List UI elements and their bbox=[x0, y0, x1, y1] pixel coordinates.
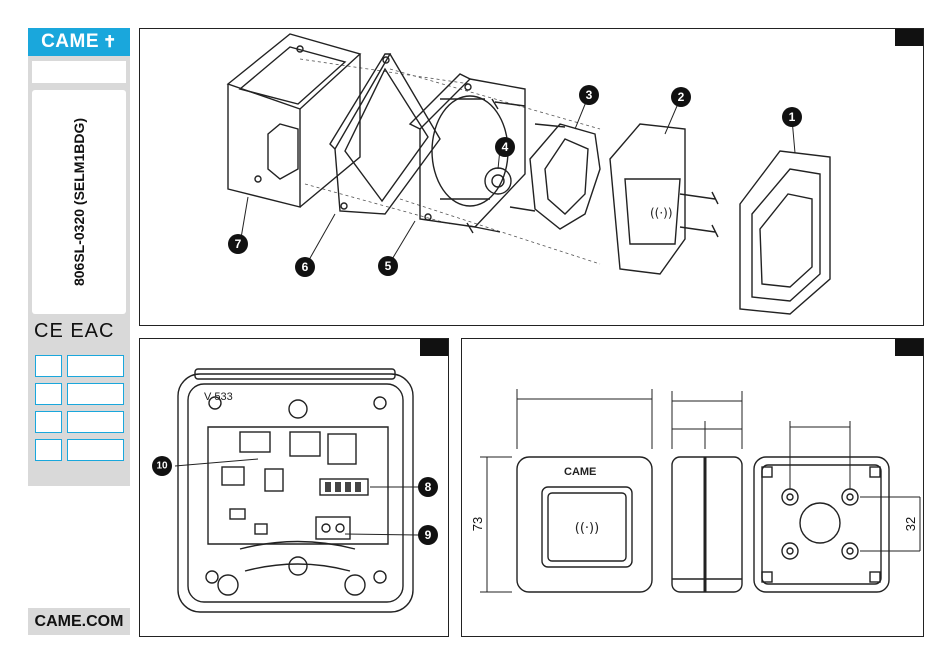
rfid-icon: ((·)) bbox=[575, 521, 599, 536]
callout-9: 9 bbox=[425, 528, 432, 542]
table-cell bbox=[35, 383, 62, 405]
blank-field bbox=[32, 61, 126, 83]
table-cell bbox=[67, 383, 124, 405]
table-cell bbox=[35, 355, 62, 377]
product-code: 806SL-0320 (SELM1BDG) bbox=[71, 118, 87, 286]
brand-logo: CAME✝ bbox=[28, 28, 130, 56]
callout-1: 1 bbox=[789, 110, 796, 124]
callout-5: 5 bbox=[385, 259, 392, 273]
board-drawing: V 533 8 9 10 bbox=[140, 339, 448, 636]
table-cell bbox=[35, 439, 62, 461]
callout-6: 6 bbox=[302, 260, 309, 274]
website: CAME.COM bbox=[28, 608, 130, 635]
sidebar: CAME✝ 806SL-0320 (SELM1BDG) CE EAC CAME.… bbox=[28, 28, 130, 635]
board-label: V 533 bbox=[204, 391, 233, 403]
table-cell bbox=[67, 355, 124, 377]
dimensions-drawing: CAME ((·)) 73 32 bbox=[462, 339, 923, 636]
hole-spacing-dimension: 32 bbox=[903, 517, 918, 531]
product-code-box: 806SL-0320 (SELM1BDG) bbox=[32, 90, 126, 314]
callout-2: 2 bbox=[678, 90, 685, 104]
came-mark-icon: ✝ bbox=[103, 34, 117, 51]
dimensions-panel: CAME ((·)) 73 32 bbox=[461, 338, 924, 637]
height-dimension: 73 bbox=[470, 517, 485, 531]
certification-marks: CE EAC bbox=[34, 320, 114, 343]
front-brand: CAME bbox=[564, 466, 596, 478]
exploded-view-panel: ((·)) 1 2 bbox=[139, 28, 924, 326]
table-cell bbox=[67, 411, 124, 433]
brand-name: CAME bbox=[41, 31, 99, 52]
callout-4: 4 bbox=[502, 140, 509, 154]
callout-10: 10 bbox=[156, 461, 168, 472]
callout-3: 3 bbox=[586, 88, 593, 102]
callout-8: 8 bbox=[425, 480, 432, 494]
callout-7: 7 bbox=[235, 237, 242, 251]
svg-text:((·)): ((·)) bbox=[650, 206, 673, 220]
board-view-panel: V 533 8 9 10 bbox=[139, 338, 449, 637]
table-cell bbox=[67, 439, 124, 461]
table-cell bbox=[35, 411, 62, 433]
exploded-view-drawing: ((·)) 1 2 bbox=[140, 29, 923, 325]
